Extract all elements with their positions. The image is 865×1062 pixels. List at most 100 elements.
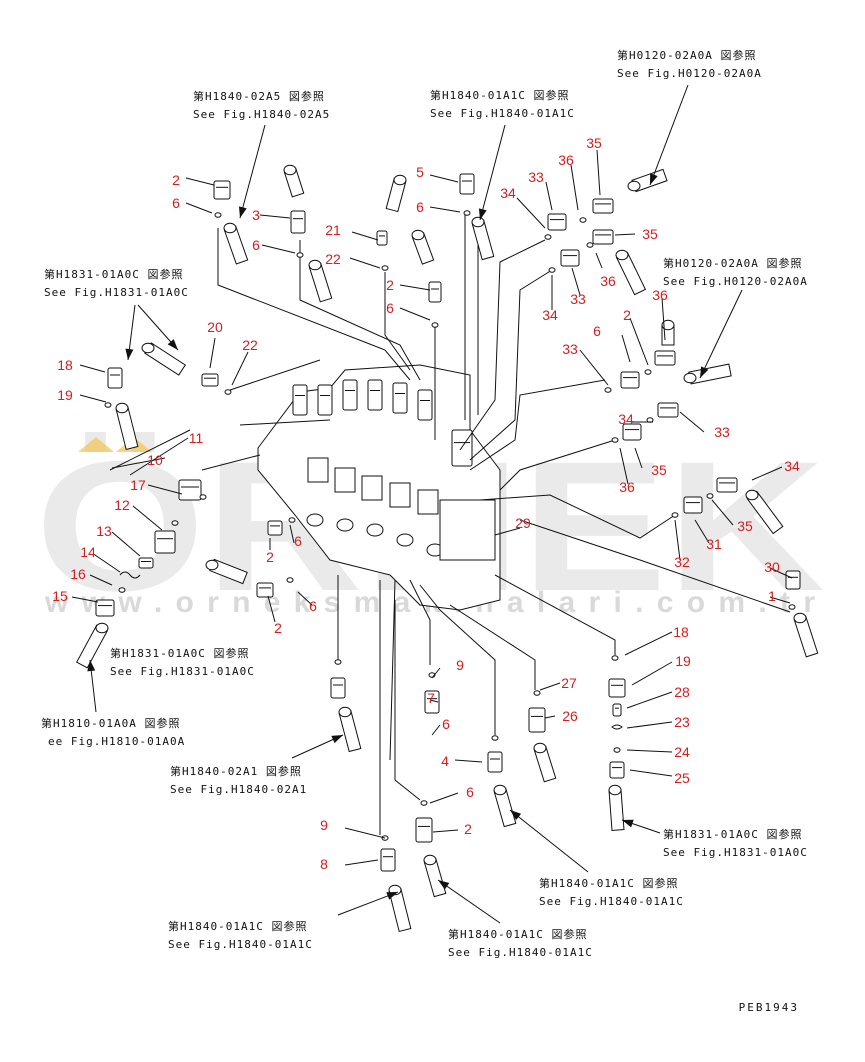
part-number-label: 11: [189, 430, 204, 446]
connector-23: [608, 678, 626, 698]
o-ring-22: [381, 265, 389, 271]
o-ring-12: [171, 520, 179, 526]
valve-port-block: [417, 489, 439, 515]
part-number-label: 6: [416, 199, 424, 215]
pilot-hose: [494, 574, 616, 655]
part-number-label: 15: [52, 588, 68, 604]
part-leader: [694, 519, 710, 544]
part-number-label: 35: [642, 226, 658, 242]
pilot-hose: [499, 439, 616, 491]
part-leader: [454, 759, 483, 763]
o-ring-27: [613, 747, 621, 753]
connector-31: [716, 477, 738, 493]
hose-cap: [493, 784, 507, 796]
o-ring-34c: [604, 387, 612, 393]
part-number-label: 35: [586, 135, 602, 151]
part-leader: [624, 631, 673, 656]
arrow-h1840-02a5: [239, 124, 266, 219]
part-number-label: 4: [441, 753, 449, 769]
part-leader: [619, 447, 629, 485]
arrow-head: [622, 819, 634, 828]
part-number-label: 36: [558, 152, 574, 168]
part-leader: [629, 317, 649, 366]
part-leader: [111, 457, 166, 469]
valve-port-block: [334, 467, 356, 493]
pilot-hose: [449, 604, 536, 690]
hose-cap: [393, 174, 407, 186]
pilot-hose: [479, 494, 676, 539]
part-number-label: 22: [242, 337, 258, 353]
o-ring-17: [199, 494, 207, 500]
o-ring-19: [104, 402, 112, 408]
o-ring-6: [288, 517, 296, 523]
part-leader: [129, 437, 189, 476]
hose-cap: [411, 229, 425, 241]
fitting-5: [459, 173, 475, 195]
part-number-label: 29: [515, 515, 531, 531]
part-number-label: 33: [714, 424, 730, 440]
elbow-2b: [256, 582, 274, 598]
part-number-label: 18: [57, 357, 73, 373]
hose-cap: [533, 742, 547, 754]
part-number-label: 2: [266, 549, 274, 565]
part-leader: [231, 351, 249, 386]
part-number-label: 2: [274, 620, 282, 636]
part-number-label: 34: [542, 307, 558, 323]
part-number-label: 30: [764, 559, 780, 575]
part-leader: [769, 596, 791, 604]
part-leader: [545, 181, 553, 211]
part-number-label: 14: [80, 544, 96, 560]
part-number-label: 16: [70, 566, 86, 582]
valve-spool-section: [417, 389, 433, 421]
arrow-head: [478, 208, 487, 220]
o-ring-36b: [586, 242, 594, 248]
fitting-2-mid: [487, 751, 503, 773]
watermark-accent-left: [78, 437, 114, 452]
valve-port-block: [307, 457, 329, 483]
part-number-label: 36: [619, 479, 635, 495]
arrow-head: [510, 810, 522, 820]
part-leader: [595, 252, 603, 269]
part-leader: [89, 574, 113, 586]
hose-cap: [283, 164, 297, 176]
part-number-label: 5: [416, 164, 424, 180]
part-number-label: 6: [309, 598, 317, 614]
o-ring-6: [214, 212, 222, 218]
hose-cap: [205, 559, 219, 571]
part-number-label: 3: [252, 207, 260, 223]
fitting-2: [428, 281, 442, 303]
part-leader: [494, 527, 521, 536]
pilot-hose: [229, 359, 321, 391]
fitting-20: [201, 373, 219, 387]
hose-cap: [608, 784, 622, 796]
part-leader: [539, 682, 561, 691]
o-ring-6: [431, 322, 439, 328]
part-leader: [351, 231, 379, 241]
part-number-label: 12: [114, 497, 130, 513]
part-number-label: 6: [294, 533, 302, 549]
valve-port-block: [361, 475, 383, 501]
hose-cap: [627, 180, 641, 192]
part-leader: [674, 519, 681, 561]
valve-port: [336, 518, 354, 532]
part-leader: [79, 394, 107, 403]
o-ring-36: [579, 217, 587, 223]
fitting-2-top: [213, 180, 231, 200]
part-leader: [344, 859, 379, 866]
spring-14: [119, 571, 141, 579]
part-leader: [769, 567, 793, 579]
part-number-label: 2: [464, 821, 472, 837]
arrow-head: [386, 892, 398, 900]
part-number-label: 2: [172, 172, 180, 188]
connector-33d: [622, 423, 642, 441]
pilot-hose: [384, 272, 411, 371]
part-leader: [516, 197, 546, 229]
hose-cap: [745, 489, 759, 501]
hose-cap: [141, 342, 155, 354]
part-number-label: 34: [500, 185, 516, 201]
